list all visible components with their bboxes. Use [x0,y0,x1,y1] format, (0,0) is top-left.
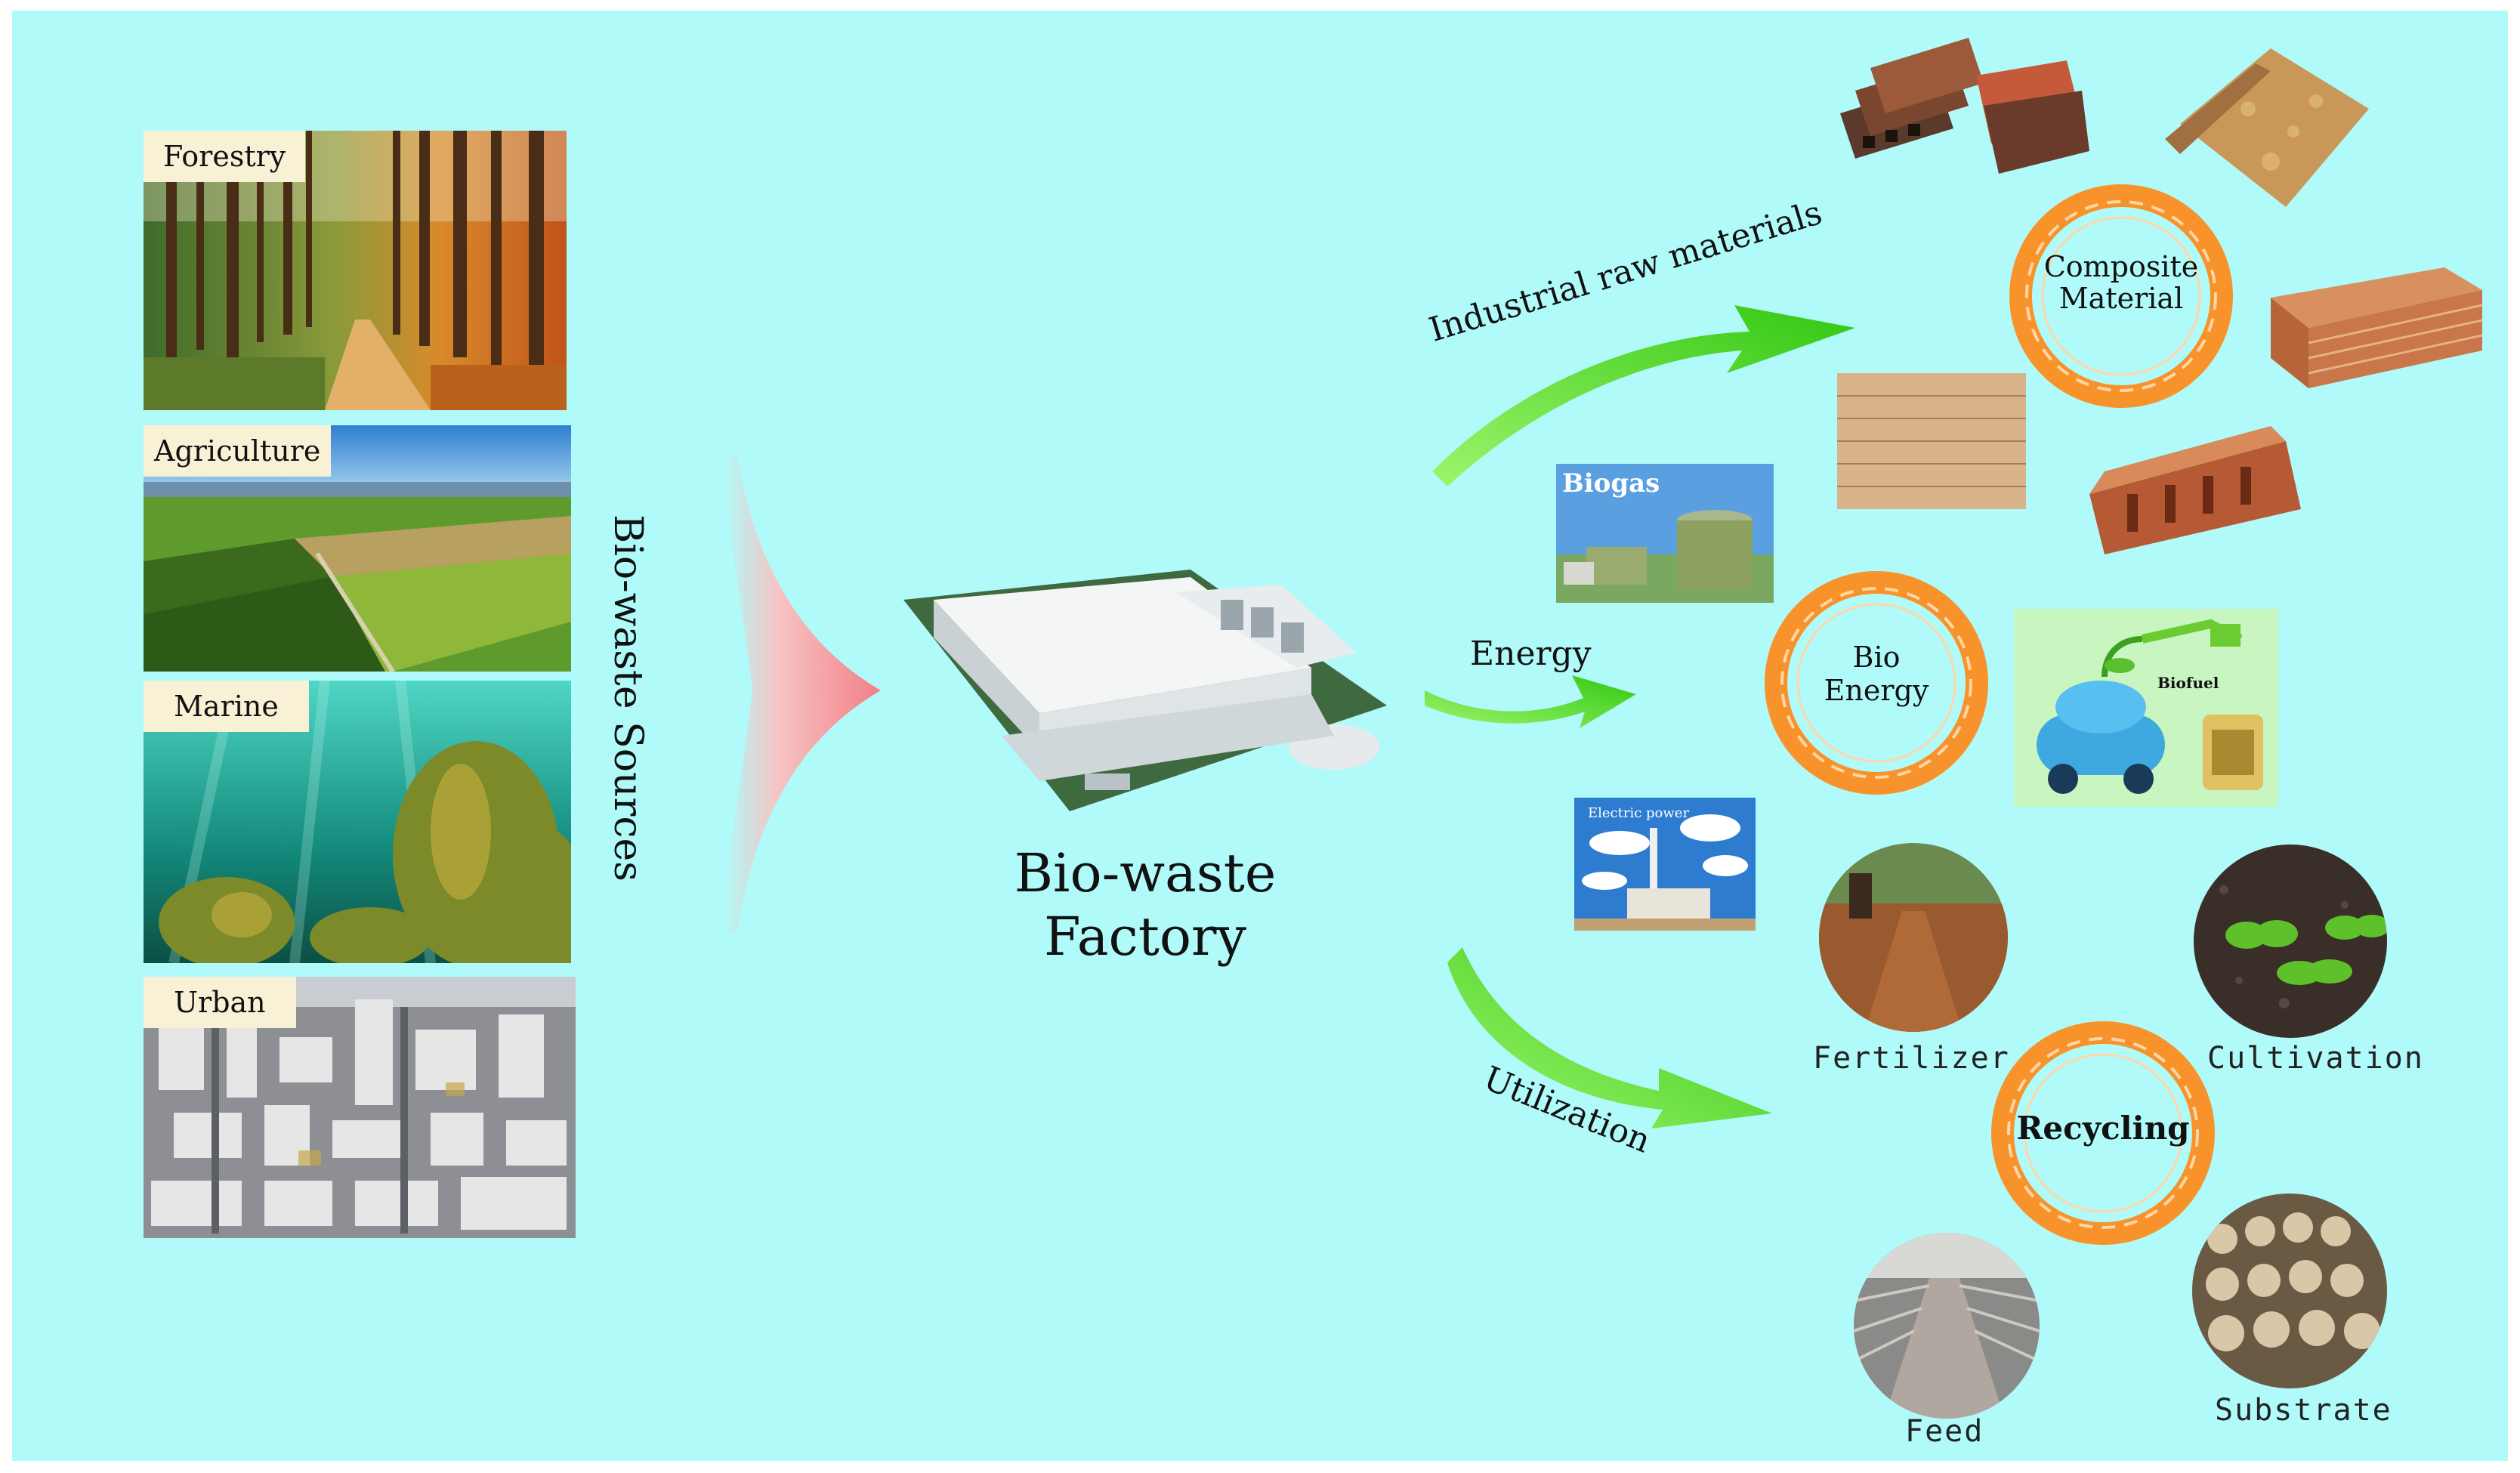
mdf-boards-photo [2271,267,2483,388]
feed-label: Feed [1905,1414,1984,1449]
factory-title: Bio-waste Factory [919,841,1372,968]
feed-photo [1854,1233,2040,1419]
composite-material-ring [2009,184,2233,408]
energy-arrow [1425,675,1636,728]
diagram-canvas: Forestry Agriculture [12,11,2508,1461]
cultivation-photo [2194,845,2387,1038]
marine-photo: Marine [144,681,571,963]
factory-illustration [903,570,1387,811]
agriculture-photo: Agriculture [144,425,571,672]
urban-photo: Urban [144,977,576,1238]
composite-material-label: Composite Material [2015,251,2227,314]
cultivation-label: Cultivation [2207,1041,2424,1076]
particle-board-photo [2165,48,2369,207]
electric-power-label: Electric power [1588,805,1690,821]
composite-label-line1: Composite [2043,250,2199,283]
fertilizer-photo [1819,843,2008,1032]
agriculture-label: Agriculture [144,425,332,477]
wpc-decking-photo [1840,38,2089,174]
wood-profiles-photo [2089,426,2301,554]
biogas-photo: Biogas [1556,464,1774,603]
utilization-arrow [1447,947,1772,1129]
bio-energy-label-line1: Bio [1852,641,1901,674]
industrial-arrow [1432,305,1855,486]
biogas-label: Biogas [1562,468,1660,499]
recycling-ring [1991,1021,2215,1245]
substrate-photo [2192,1194,2387,1388]
biofuel-photo: Biofuel [2014,609,2278,807]
bio-energy-ring [1765,571,1988,795]
electric-power-photo: Electric power [1574,798,1756,931]
plywood-stack-photo [1837,373,2026,509]
recycling-label: Recycling [2016,1110,2190,1147]
bio-energy-label: Bio Energy [1771,641,1982,707]
forestry-label: Forestry [144,131,306,182]
forestry-photo: Forestry [144,131,567,410]
composite-label-line2: Material [2058,282,2184,315]
energy-arrow-label: Energy [1470,635,1592,673]
urban-label: Urban [144,977,296,1028]
substrate-label: Substrate [2215,1393,2392,1428]
marine-label: Marine [144,681,309,732]
biofuel-label: Biofuel [2157,674,2219,692]
factory-title-line1: Bio-waste [1014,842,1277,904]
sources-converge-arrow [722,456,881,932]
bio-energy-label-line2: Energy [1824,674,1929,707]
factory-title-line2: Factory [1043,906,1247,968]
fertilizer-label: Fertilizer [1813,1041,2010,1076]
